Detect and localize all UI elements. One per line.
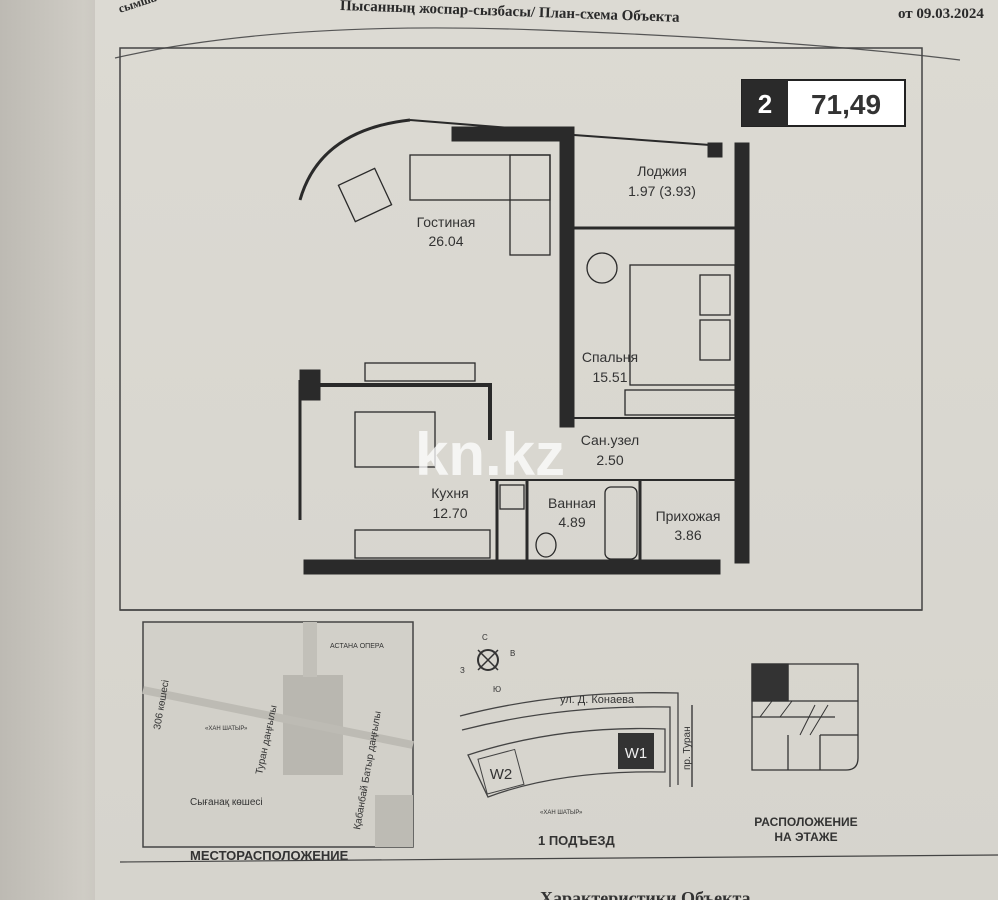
document-date: от 09.03.2024 [898,6,984,22]
floor-plan [298,118,750,575]
svg-text:W1: W1 [625,745,648,762]
total-area: 71,49 [811,89,881,120]
svg-text:С: С [482,633,488,642]
room-count: 2 [758,89,772,119]
floor-position-caption-1: РАСПОЛОЖЕНИЕ [754,815,857,829]
svg-text:В: В [510,649,515,658]
room-name-living: Гостиная [417,214,476,230]
next-section-heading: Характеристики Объекта [540,888,751,900]
svg-text:ул. Д. Конаева: ул. Д. Конаева [560,694,635,706]
room-area-bathroom: 4.89 [558,514,585,530]
room-labels: Гостиная 26.04 Лоджия 1.97 (3.93) Спальн… [417,163,721,543]
room-name-hallway: Прихожая [656,508,721,524]
svg-text:«ХАН ШАТЫР»: «ХАН ШАТЫР» [540,810,583,816]
room-area-wc: 2.50 [596,452,623,468]
room-name-kitchen: Кухня [431,485,468,501]
room-area-hallway: 3.86 [674,527,701,543]
svg-text:W2: W2 [490,766,513,783]
svg-text:пр. Туран: пр. Туран [682,726,693,770]
entrance-caption: 1 ПОДЪЕЗД [538,833,616,848]
area-badge: 2 71,49 [741,79,906,127]
room-name-bedroom: Спальня [582,349,638,365]
watermark: kn.kz [415,421,565,488]
location-caption: МЕСТОРАСПОЛОЖЕНИЕ [190,848,349,863]
floor-position-caption-2: НА ЭТАЖЕ [774,830,837,844]
svg-text:Сығанақ көшесі: Сығанақ көшесі [190,797,263,808]
site-plan: С В З Ю ул. Д. Конаева пр. Туран W1 W2 «… [459,633,693,848]
svg-text:АСТАНА ОПЕРА: АСТАНА ОПЕРА [330,643,384,650]
location-map: АСТАНА ОПЕРА «ХАН ШАТЫР» 306 көшесі Тура… [142,621,414,848]
room-name-loggia: Лоджия [637,163,687,179]
room-area-living: 26.04 [428,233,463,249]
svg-text:«ХАН ШАТЫР»: «ХАН ШАТЫР» [205,726,248,732]
room-name-wc: Сан.узел [581,432,639,448]
page-curve [114,27,961,61]
floor-position-diagram [751,663,859,771]
room-area-kitchen: 12.70 [432,505,467,521]
room-name-bathroom: Ванная [548,495,596,511]
svg-text:З: З [460,666,465,675]
room-area-loggia: 1.97 (3.93) [628,183,696,199]
room-area-bedroom: 15.51 [592,369,627,385]
svg-text:Ю: Ю [493,685,501,694]
